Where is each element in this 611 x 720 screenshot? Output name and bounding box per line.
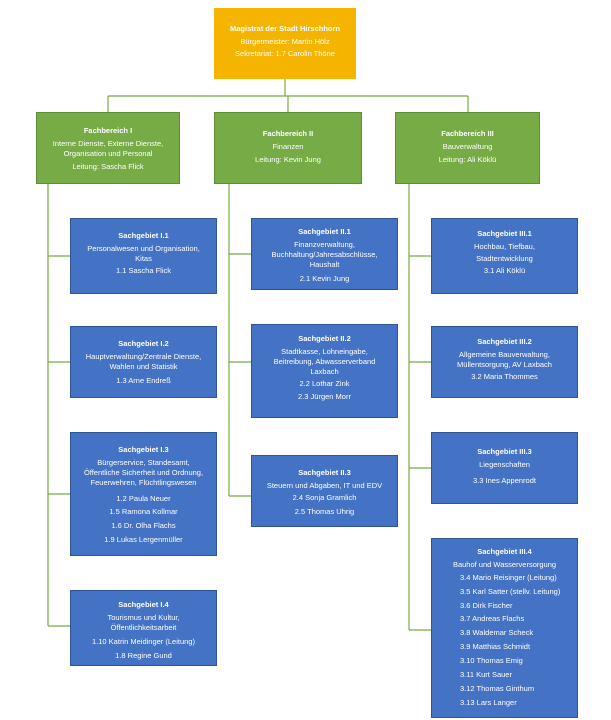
unit-person: 3.9 Matthias Schmidt (460, 642, 531, 652)
unit-desc: Haushalt (309, 259, 340, 269)
unit-desc: Wahlen und Statistik (109, 361, 178, 371)
unit-desc: Öffentlichkeitsarbeit (110, 622, 177, 632)
mayor-box-title: Magistrat der Stadt Hirschhorn (229, 24, 341, 33)
unit-title: Sachgebiet II.1 (298, 227, 351, 236)
unit-desc: Steuern und Abgaben, IT und EDV (266, 480, 383, 490)
unit-person: 3.6 Dirk Fischer (460, 600, 513, 610)
unit-box-III3: Sachgebiet III.3 Liegenschaften 3.3 Ines… (431, 432, 578, 504)
unit-person: 3.5 Karl Satter (stellv. Leitung) (460, 586, 561, 596)
unit-box-I3: Sachgebiet I.3 Bürgerservice, Standesamt… (70, 432, 217, 556)
unit-box-I1: Sachgebiet I.1 Personalwesen und Organis… (70, 218, 217, 294)
unit-desc: Liegenschaften (479, 459, 530, 469)
unit-person: 2.3 Jürgen Morr (298, 392, 351, 402)
unit-person: 2.1 Kevin Jung (299, 273, 350, 283)
unit-title: Sachgebiet III.4 (477, 547, 532, 556)
department-lead: Leitung: Kevin Jung (255, 154, 321, 164)
unit-desc: Müllentsorgung, AV Laxbach (457, 359, 552, 369)
unit-person: 1.6 Dr. Olha Flachs (111, 521, 176, 531)
unit-box-II2: Sachgebiet II.2 Stadtkasse, Lohneingabe,… (251, 324, 398, 418)
department-line: Bauverwaltung (442, 141, 493, 151)
department-title: Fachbereich III (441, 129, 494, 138)
unit-person: 2.4 Sonja Gramlich (292, 492, 357, 502)
unit-box-I4: Sachgebiet I.4 Tourismus und Kultur, Öff… (70, 590, 217, 666)
unit-box-II1: Sachgebiet II.1 Finanzverwaltung, Buchha… (251, 218, 398, 290)
unit-title: Sachgebiet III.2 (477, 337, 532, 346)
unit-desc: Feuerwehren, Flüchtlingswesen (90, 477, 197, 487)
secretariat-line: Sekretariat: 1.7 Carolin Thöne (235, 48, 335, 58)
unit-title: Sachgebiet III.1 (477, 229, 532, 238)
unit-person: 3.11 Kurt Sauer (460, 670, 512, 680)
unit-person: 3.12 Thomas Ginthum (460, 683, 535, 693)
department-box-1: Fachbereich I Interne Dienste, Externe D… (36, 112, 180, 184)
unit-title: Sachgebiet I.4 (118, 600, 169, 609)
department-line: Organisation und Personal (63, 148, 153, 158)
unit-title: Sachgebiet I.2 (118, 339, 169, 348)
unit-box-I2: Sachgebiet I.2 Hauptverwaltung/Zentrale … (70, 326, 217, 398)
unit-box-III2: Sachgebiet III.2 Allgemeine Bauverwaltun… (431, 326, 578, 398)
unit-person: 3.1 Ali Köklü (483, 265, 526, 275)
unit-title: Sachgebiet I.3 (118, 445, 169, 454)
unit-desc: Hauptverwaltung/Zentrale Dienste, (85, 351, 202, 361)
mayor-line: Bürgermeister: Martin Hölz (240, 36, 330, 46)
unit-desc: Allgemeine Bauverwaltung, (459, 349, 550, 359)
department-line: Finanzen (272, 141, 304, 151)
unit-person: 1.1 Sascha Flick (115, 265, 172, 275)
unit-person: 1.3 Arne Endreß (116, 375, 171, 385)
unit-desc: Personalwesen und Organisation, (87, 243, 200, 253)
unit-box-II3: Sachgebiet II.3 Steuern und Abgaben, IT … (251, 455, 398, 527)
unit-desc: Finanzverwaltung, (294, 239, 355, 249)
department-box-2: Fachbereich II Finanzen Leitung: Kevin J… (214, 112, 362, 184)
unit-desc: Buchhaltung/Jahresabschlüsse, (271, 249, 378, 259)
unit-person: 3.4 Mario Reisinger (Leitung) (460, 572, 557, 582)
unit-desc: Hochbau, Tiefbau, (474, 241, 535, 251)
unit-desc: Beitreibung, Abwasserverband (273, 356, 376, 366)
unit-desc: Laxbach (310, 366, 339, 376)
unit-person: 3.3 Ines Appenrodt (473, 475, 536, 485)
unit-person: 1.8 Regine Gund (115, 650, 172, 660)
unit-person: 1.10 Katrin Meidinger (Leitung) (92, 636, 195, 646)
department-lead: Leitung: Ali Köklü (438, 154, 497, 164)
unit-person: 3.13 Lars Langer (460, 697, 517, 707)
unit-desc: Bürgerservice, Standesamt, (97, 457, 190, 467)
unit-title: Sachgebiet I.1 (118, 231, 169, 240)
unit-title: Sachgebiet III.3 (477, 447, 532, 456)
unit-box-III4: Sachgebiet III.4 Bauhof und Wasserversor… (431, 538, 578, 718)
unit-desc: Öffentliche Sicherheit und Ordnung, (83, 467, 204, 477)
unit-person: 2.2 Lothar Zink (299, 378, 350, 388)
unit-desc: Tourismus und Kultur, (107, 612, 180, 622)
unit-person: 3.8 Waldemar Scheck (460, 628, 534, 638)
unit-box-III1: Sachgebiet III.1 Hochbau, Tiefbau, Stadt… (431, 218, 578, 294)
unit-desc: Stadtkasse, Lohneingabe, (281, 346, 368, 356)
unit-person: 3.10 Thomas Emig (460, 656, 523, 666)
unit-person: 3.7 Andreas Flachs (460, 614, 525, 624)
department-lead: Leitung: Sascha Flick (72, 161, 144, 171)
unit-person: 1.5 Ramona Kollmar (109, 507, 178, 517)
unit-person: 1.9 Lukas Lergenmüller (104, 535, 183, 545)
mayor-box: Magistrat der Stadt Hirschhorn Bürgermei… (214, 8, 356, 79)
unit-person: 3.2 Maria Thommes (471, 371, 538, 381)
unit-desc: Kitas (135, 253, 152, 263)
unit-person: 2.5 Thomas Uhrig (294, 506, 355, 516)
department-title: Fachbereich I (83, 126, 133, 135)
department-box-3: Fachbereich III Bauverwaltung Leitung: A… (395, 112, 540, 184)
unit-person: 1.2 Paula Neuer (116, 493, 171, 503)
unit-desc: Stadtentwicklung (476, 253, 533, 263)
department-title: Fachbereich II (262, 129, 314, 138)
department-line: Interne Dienste, Externe Dienste, (52, 138, 164, 148)
unit-title: Sachgebiet II.2 (298, 334, 351, 343)
unit-title: Sachgebiet II.3 (298, 468, 351, 477)
unit-desc: Bauhof und Wasserversorgung (452, 559, 557, 569)
